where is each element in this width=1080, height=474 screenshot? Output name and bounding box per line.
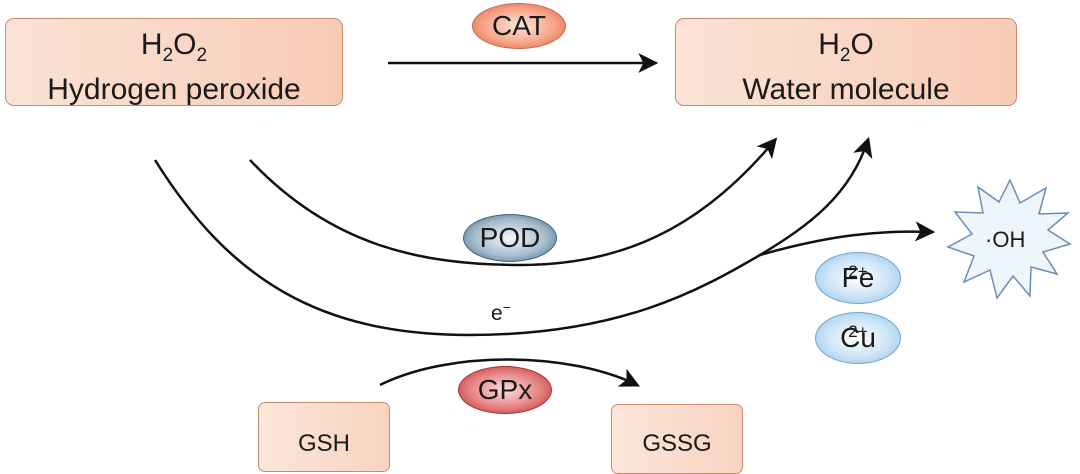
gpx-curve-arrow [379,358,640,387]
gssg-box: GSSG [611,404,743,474]
gsh-label: GSH [297,430,350,457]
radical-starburst [946,178,1072,300]
gpx-enzyme: GPx [458,366,552,414]
pathway-arrows [153,53,1072,387]
cat-enzyme: CAT [472,3,566,49]
gpx-label: GPx [477,374,533,405]
pod-curve-arrow [249,137,778,267]
to-radical-arrow [759,221,936,257]
hydrogen-peroxide-formula: H2O2 [140,28,208,66]
hydrogen-peroxide-box: H2O2 Hydrogen peroxide [5,18,343,106]
gsh-box: GSH [258,402,390,472]
electron-label: e− [491,299,511,325]
pod-label: POD [479,222,541,253]
cat-label: CAT [492,10,546,41]
fenton-curve-arrow [153,159,761,337]
hydroxyl-radical-label: ·OH [985,227,1026,252]
water-molecule-box: H2O Water molecule [675,18,1017,106]
to-water-arrow [759,136,873,257]
water-formula: H2O [818,28,874,66]
pod-enzyme: POD [463,214,557,262]
water-molecule-label: Water molecule [742,73,950,106]
gssg-label: GSSG [642,430,712,457]
hydrogen-peroxide-label: Hydrogen peroxide [47,73,301,106]
